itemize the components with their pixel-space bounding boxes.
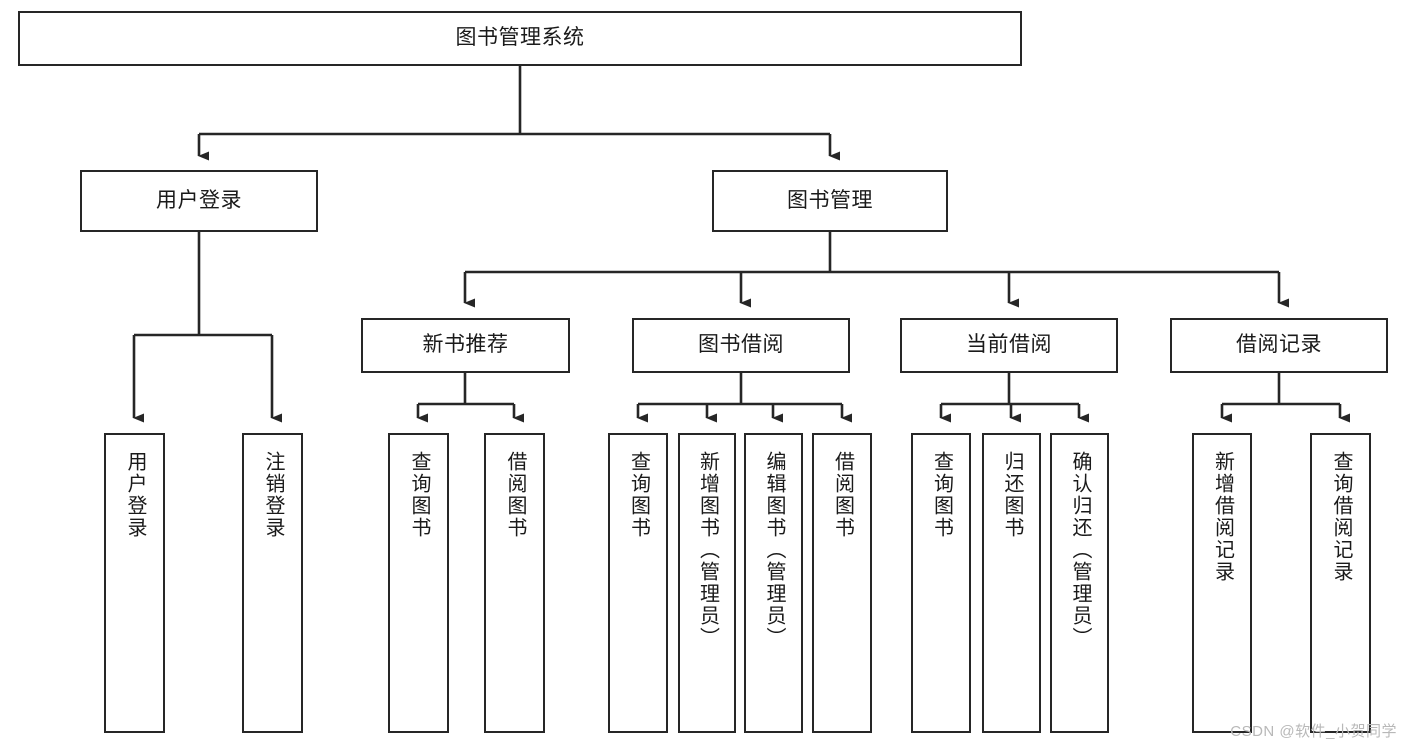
node-label: 新书推荐 <box>422 333 509 357</box>
node-label: 注销登录 <box>262 451 284 539</box>
node-label: 图书管理系统 <box>455 26 585 50</box>
leaf-current-confirm-return[interactable]: 确认归还（管理员） <box>1050 433 1109 733</box>
node-label: 编辑图书（管理员） <box>763 451 785 649</box>
node-book-management[interactable]: 图书管理 <box>712 170 948 232</box>
node-label: 图书管理 <box>787 188 873 212</box>
node-label: 图书借阅 <box>698 333 784 357</box>
node-label: 确认归还（管理员） <box>1069 451 1091 649</box>
node-label: 借阅图书 <box>831 451 854 539</box>
leaf-user-login[interactable]: 用户登录 <box>104 433 165 733</box>
leaf-user-logout[interactable]: 注销登录 <box>242 433 303 733</box>
edge-bookmgmt-to-level3 <box>463 232 1289 308</box>
node-label: 新增借阅记录 <box>1211 451 1234 583</box>
node-label: 新增图书（管理员） <box>696 451 719 649</box>
leaf-recommend-borrow-book[interactable]: 借阅图书 <box>484 433 545 733</box>
leaf-borrow-edit-book[interactable]: 编辑图书（管理员） <box>744 433 803 733</box>
node-new-book-recommend[interactable]: 新书推荐 <box>361 318 570 373</box>
leaf-record-add-record[interactable]: 新增借阅记录 <box>1192 433 1252 733</box>
edge-userlogin-to-leaves <box>132 232 282 423</box>
node-label: 查询图书 <box>408 451 430 539</box>
node-root-system[interactable]: 图书管理系统 <box>18 11 1022 66</box>
node-label: 借阅记录 <box>1236 333 1322 357</box>
node-label: 查询借阅记录 <box>1330 451 1352 583</box>
node-label: 当前借阅 <box>966 333 1052 357</box>
edge-borrowrecord-to-leaves <box>1220 373 1350 423</box>
node-label: 借阅图书 <box>504 451 526 539</box>
node-label: 查询图书 <box>627 451 650 539</box>
node-borrow-record[interactable]: 借阅记录 <box>1170 318 1388 373</box>
node-user-login[interactable]: 用户登录 <box>80 170 318 232</box>
node-label: 用户登录 <box>124 451 146 539</box>
node-current-borrow[interactable]: 当前借阅 <box>900 318 1118 373</box>
leaf-record-query-record[interactable]: 查询借阅记录 <box>1310 433 1371 733</box>
leaf-borrow-add-book[interactable]: 新增图书（管理员） <box>678 433 736 733</box>
edge-currentborrow-to-leaves <box>939 373 1089 423</box>
node-label: 归还图书 <box>1001 451 1023 539</box>
leaf-recommend-query-book[interactable]: 查询图书 <box>388 433 449 733</box>
edge-bookborrow-to-leaves <box>636 373 852 423</box>
leaf-borrow-query-book[interactable]: 查询图书 <box>608 433 668 733</box>
leaf-current-return-book[interactable]: 归还图书 <box>982 433 1041 733</box>
edge-root-to-level2 <box>197 66 840 161</box>
leaf-current-query-book[interactable]: 查询图书 <box>911 433 971 733</box>
node-book-borrow[interactable]: 图书借阅 <box>632 318 850 373</box>
node-label: 用户登录 <box>156 188 242 212</box>
node-label: 查询图书 <box>930 451 953 539</box>
leaf-borrow-borrow-book[interactable]: 借阅图书 <box>812 433 872 733</box>
edge-newbookrec-to-leaves <box>416 373 524 423</box>
